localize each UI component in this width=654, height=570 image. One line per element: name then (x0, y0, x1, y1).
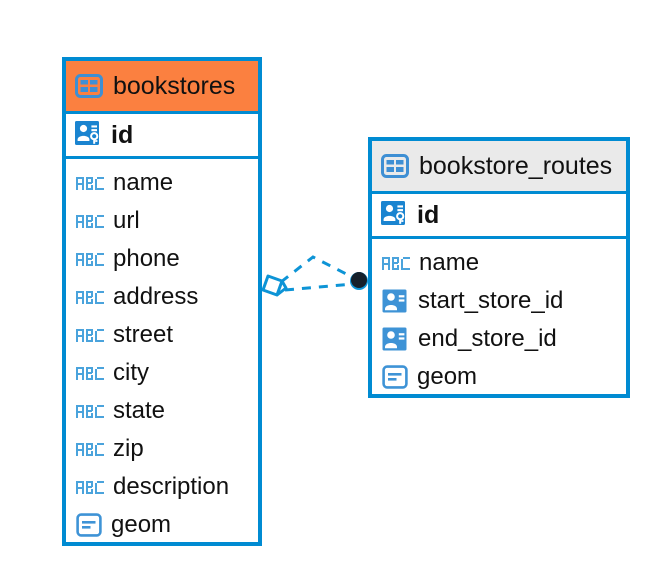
field-label: city (113, 359, 149, 386)
field-label: geom (417, 363, 478, 390)
field-row-end-store-id[interactable]: end_store_id (372, 320, 626, 358)
field-row-phone[interactable]: phone (66, 240, 258, 278)
relationship-line-upper (280, 255, 357, 284)
field-row-primary-key[interactable]: id (66, 111, 258, 159)
entity-bookstores[interactable]: bookstores id (62, 57, 262, 546)
entity-bookstore-routes[interactable]: bookstore_routes id (368, 137, 630, 398)
abc-text-icon (76, 251, 104, 268)
field-label: phone (113, 245, 180, 272)
foreign-key-icon (382, 327, 409, 352)
field-row-name[interactable]: name (372, 244, 626, 282)
primary-key-icon (75, 121, 103, 149)
abc-text-icon (76, 213, 104, 230)
field-list-bookstores: name u (66, 159, 258, 548)
field-row-primary-key[interactable]: id (372, 191, 626, 239)
abc-text-icon (76, 441, 104, 458)
entity-header-bookstore-routes[interactable]: bookstore_routes (372, 141, 626, 191)
entity-title: bookstore_routes (419, 151, 613, 180)
filled-circle-marker (350, 272, 368, 290)
field-label: url (113, 207, 140, 234)
abc-text-icon (76, 327, 104, 344)
field-row-start-store-id[interactable]: start_store_id (372, 282, 626, 320)
foreign-key-icon (382, 289, 409, 314)
field-row-description[interactable]: description (66, 468, 258, 506)
field-label: zip (113, 435, 144, 462)
relationship-line-lower (284, 282, 354, 292)
primary-key-icon (381, 201, 409, 229)
abc-text-icon (76, 403, 104, 420)
abc-text-icon (76, 289, 104, 306)
field-row-geom[interactable]: geom (66, 506, 258, 544)
field-row-city[interactable]: city (66, 354, 258, 392)
diamond-optional-marker (261, 274, 288, 297)
field-row-name[interactable]: name (66, 164, 258, 202)
field-label: id (111, 120, 134, 149)
field-label: geom (111, 511, 172, 538)
abc-text-icon (76, 365, 104, 382)
field-list-bookstore-routes: name start_store_id (372, 239, 626, 400)
field-row-geom[interactable]: geom (372, 358, 626, 396)
geometry-icon (382, 365, 408, 389)
field-label: start_store_id (418, 287, 564, 314)
field-label: street (113, 321, 174, 348)
entity-header-bookstores[interactable]: bookstores (66, 61, 258, 111)
table-icon (75, 74, 103, 98)
field-row-state[interactable]: state (66, 392, 258, 430)
entity-title: bookstores (113, 71, 236, 100)
field-row-address[interactable]: address (66, 278, 258, 316)
field-row-url[interactable]: url (66, 202, 258, 240)
abc-text-icon (76, 479, 104, 496)
field-label: description (113, 473, 230, 500)
geometry-icon (76, 513, 102, 537)
field-label: state (113, 397, 166, 424)
field-label: id (417, 200, 440, 229)
relationship-connector[interactable] (255, 245, 380, 315)
field-label: address (113, 283, 199, 310)
field-label: name (113, 169, 174, 196)
field-label: name (419, 249, 480, 276)
field-label: end_store_id (418, 325, 557, 352)
field-row-zip[interactable]: zip (66, 430, 258, 468)
field-row-street[interactable]: street (66, 316, 258, 354)
abc-text-icon (382, 255, 410, 272)
table-icon (381, 154, 409, 178)
abc-text-icon (76, 175, 104, 192)
